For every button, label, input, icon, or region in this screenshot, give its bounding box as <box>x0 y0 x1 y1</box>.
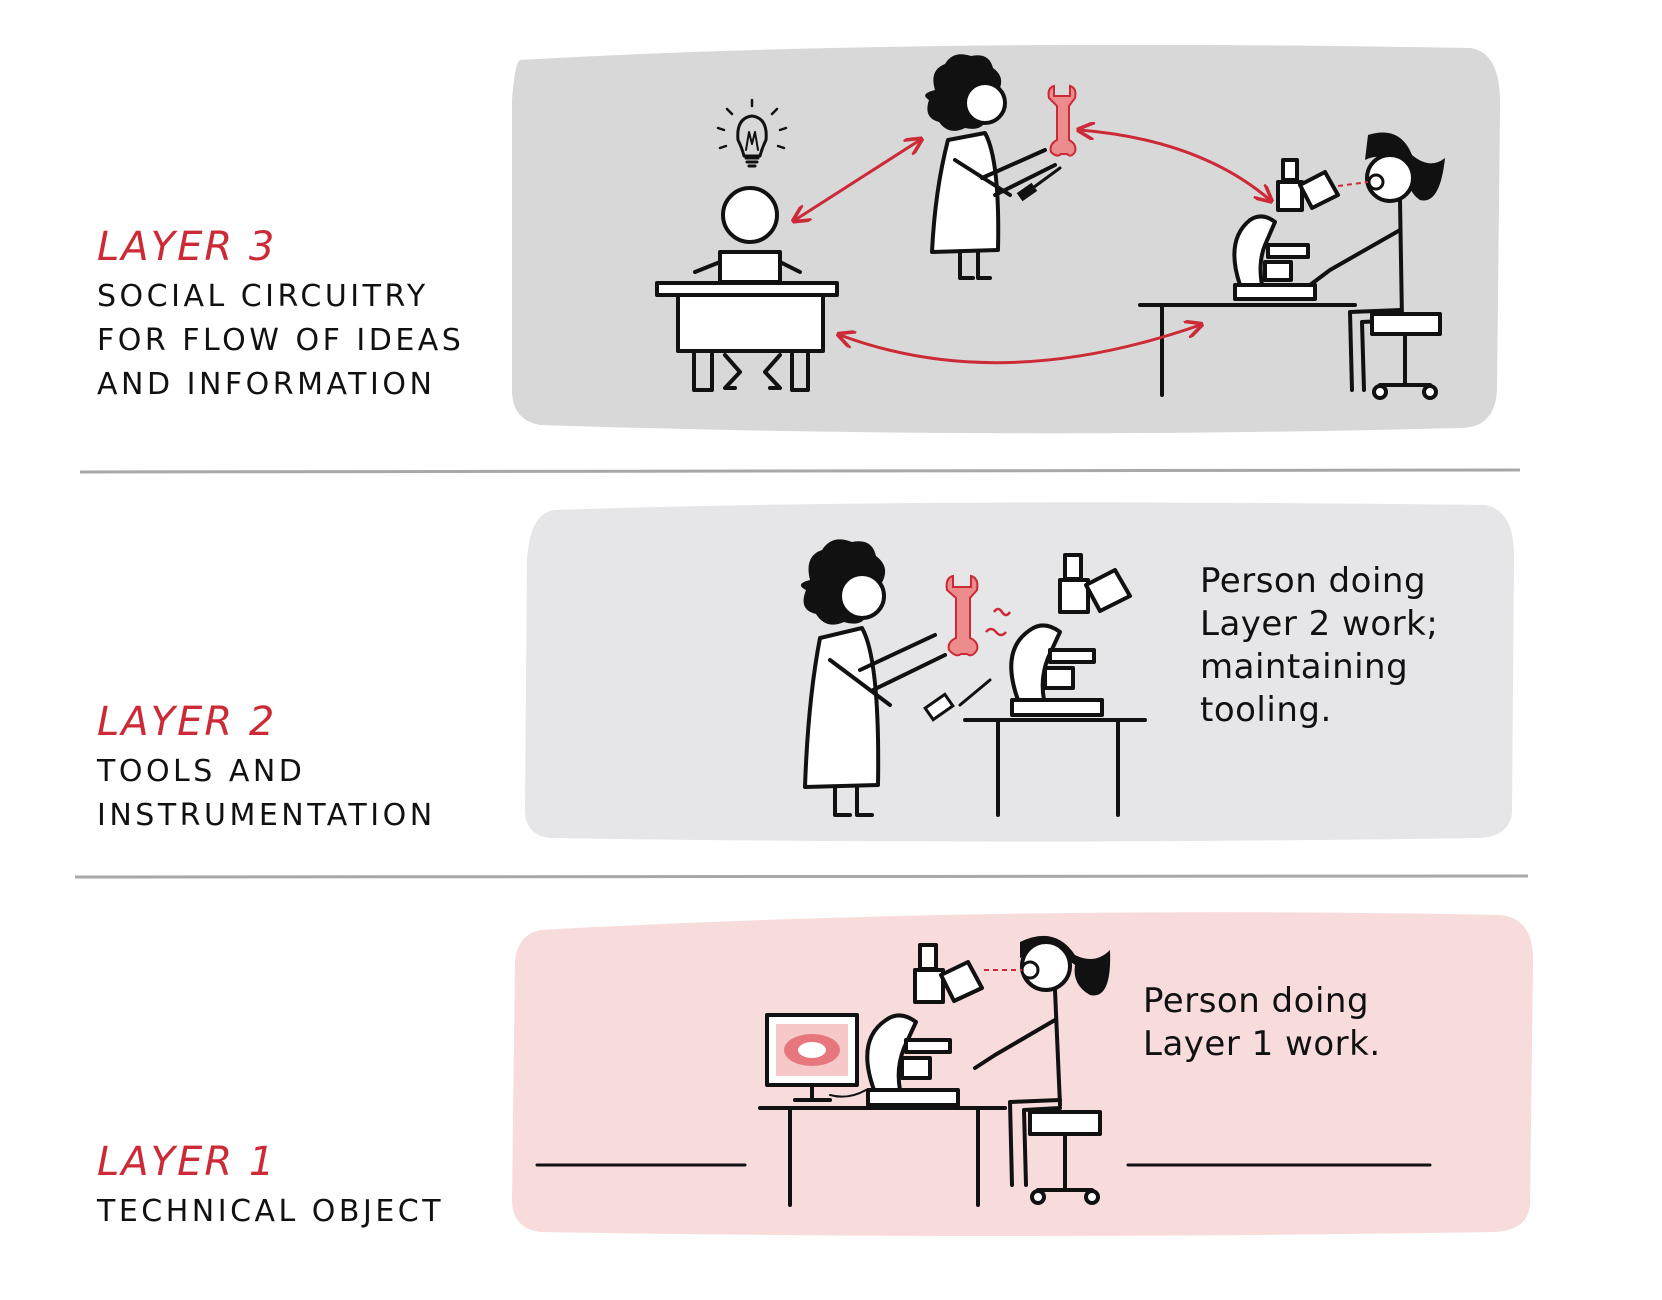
layer-2-title: LAYER 2 <box>97 699 277 745</box>
layer-3-line-3: AND INFORMATION <box>97 367 436 402</box>
layer-1-panel <box>512 912 1534 1236</box>
divider-top <box>79 468 1521 474</box>
microscope-station-layer2 <box>963 553 1147 817</box>
lightbulb-icon <box>716 98 788 168</box>
microscope-icon <box>1009 553 1132 717</box>
layer-1-label: LAYER 1 TECHNICAL OBJECT <box>97 1140 444 1234</box>
monitor-icon <box>765 1013 867 1102</box>
layer-1-caption: Person doing Layer 1 work. <box>1143 980 1381 1066</box>
layer-3-line-2: FOR FLOW OF IDEAS <box>97 323 465 358</box>
microscope-station-layer1 <box>758 935 1111 1207</box>
layer-2-label: LAYER 2 TOOLS AND INSTRUMENTATION <box>97 700 436 838</box>
layer-2-line-1: TOOLS AND <box>97 754 306 789</box>
layer-1-title: LAYER 1 <box>97 1139 277 1185</box>
layer-3-title: LAYER 3 <box>97 224 277 270</box>
layer-2-line-2: INSTRUMENTATION <box>97 798 436 833</box>
microscope-icon <box>1232 158 1340 301</box>
layer-1-line-1: TECHNICAL OBJECT <box>97 1194 445 1229</box>
stool-icon <box>1028 1110 1102 1205</box>
microscope-icon <box>865 943 984 1107</box>
layer-2-caption-line-3: maintaining <box>1200 647 1409 687</box>
layer-2-caption-line-4: tooling. <box>1200 690 1332 730</box>
engineer-layer3 <box>925 54 1077 280</box>
layer-2-caption: Person doing Layer 2 work; maintaining t… <box>1200 560 1438 732</box>
layer-3-line-1: SOCIAL CIRCUITRY <box>97 279 429 314</box>
stool-icon <box>1370 312 1442 400</box>
layer-1-caption-line-1: Person doing <box>1143 981 1370 1021</box>
layer-2-caption-line-2: Layer 2 work; <box>1200 604 1439 644</box>
screwdriver-icon <box>923 678 992 722</box>
layer-1-caption-line-2: Layer 1 work. <box>1143 1024 1381 1064</box>
engineer-layer2 <box>800 539 1012 817</box>
desk-icon <box>655 281 839 392</box>
wrench-icon <box>945 574 979 657</box>
divider-bottom <box>74 873 1529 879</box>
screwdriver-icon <box>1016 166 1062 202</box>
wrench-icon <box>1047 84 1077 157</box>
layer-3-label: LAYER 3 SOCIAL CIRCUITRY FOR FLOW OF IDE… <box>97 225 464 407</box>
microscope-station-layer3 <box>1138 132 1445 400</box>
desk-person <box>655 98 839 392</box>
layer-2-caption-line-1: Person doing <box>1200 561 1427 601</box>
